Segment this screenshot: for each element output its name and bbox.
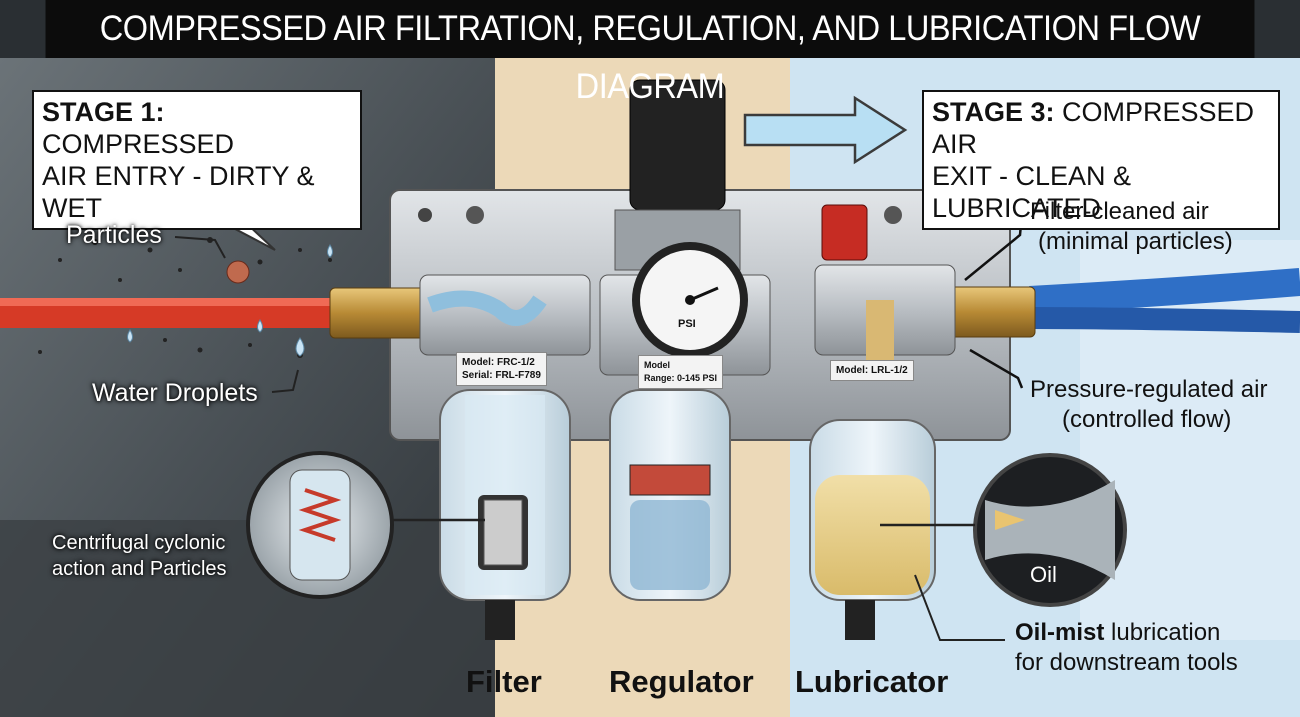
filter-cleaned-line1: Filter-cleaned air [1030,198,1209,225]
lubricator-label: Lubricator [795,664,949,699]
regulator-label: Regulator [609,664,754,699]
particles-label: Particles [66,221,162,249]
filter-nameplate: Model: FRC-1/2 Serial: FRL-F789 [456,352,547,386]
stage1-text: COMPRESSED [42,129,235,159]
water-droplets [127,244,333,357]
pressure-regulated-line1: Pressure-regulated air [1030,376,1268,403]
oil-label: Oil [1030,562,1057,587]
stage1-prefix: STAGE 1: [42,97,165,127]
regulator-range: Range: 0-145 PSI [644,373,718,383]
stage1-box: STAGE 1: COMPRESSED AIR ENTRY - DIRTY & … [32,90,362,230]
filter-label: Filter [466,664,542,699]
regulator-nameplate: Model Range: 0-145 PSI [638,355,724,389]
oil-mist-rest: lubrication [1104,619,1221,646]
filter-model: Model: FRC-1/2 [462,357,535,368]
oil-reservoir [815,475,930,595]
regulator-model: Model [644,360,670,370]
filter-serial: Serial: FRL-F789 [462,370,541,381]
particle-highlight [226,260,250,284]
inlet-fitting [329,287,426,339]
stage1-line2: AIR ENTRY - DIRTY & WET [42,161,315,223]
oil-mist-label: Oil-mist lubrication for downstream tool… [1015,618,1238,678]
stage3-prefix: STAGE 3: [932,97,1055,127]
oil-mist-line2: for downstream tools [1015,649,1238,676]
outlet-hose [1029,268,1300,314]
lubricator-nameplate: Model: LRL-1/2 [830,360,914,381]
flow-arrow-icon [743,95,908,165]
pressure-regulated-line2: (controlled flow) [1062,406,1232,433]
water-droplets-label: Water Droplets [92,379,258,407]
cyclonic-label: Centrifugal cyclonic action and Particle… [52,530,227,582]
filter-cleaned-line2: (minimal particles) [1038,228,1233,255]
cyclonic-label-line2: action and Particles [52,558,227,580]
stage3-text: COMPRESSED AIR [932,97,1255,159]
filter-unit [419,274,591,640]
pressure-regulated-label: Pressure-regulated air (controlled flow) [1030,375,1267,435]
regulator-unit [599,79,771,601]
stage3-line2: EXIT - CLEAN & LUBRICATED [932,161,1132,223]
lubricator-unit [809,204,956,640]
cyclonic-label-line1: Centrifugal cyclonic [52,532,226,554]
page-title: COMPRESSED AIR FILTRATION, REGULATION, A… [45,0,1255,106]
oil-mist-bold: Oil-mist [1015,619,1105,646]
filter-cleaned-label: Filter-cleaned air (minimal particles) [1030,197,1233,257]
gauge-unit: PSI [678,318,696,330]
outlet-fitting [949,286,1036,338]
stage3-box: STAGE 3: COMPRESSED AIR EXIT - CLEAN & L… [922,90,1280,230]
particles-cloud [38,237,332,358]
